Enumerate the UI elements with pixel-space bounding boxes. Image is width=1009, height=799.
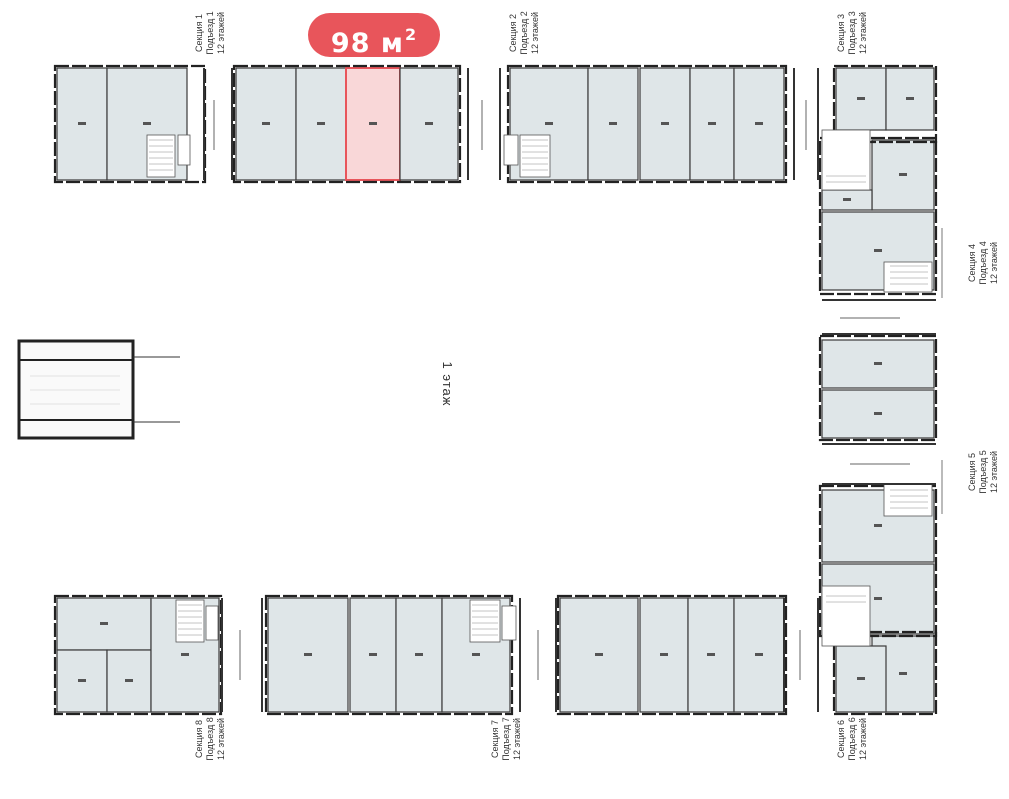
unit-fixture-mark [262, 122, 270, 125]
section-label-2: Секция 2 Подъезд 2 12 этажей [501, 0, 547, 93]
unit-fixture-mark [857, 97, 865, 100]
section-label-5: Секция 5 Подъезд 5 12 этажей [960, 412, 1006, 532]
unit-fixture-mark [595, 653, 603, 656]
section-name: Секция 1 [193, 14, 204, 53]
unit-fixture-mark [755, 122, 763, 125]
passage-walls [203, 68, 936, 712]
stair-treads [149, 139, 928, 636]
floors-count: 12 этажей [529, 12, 540, 54]
floors-count: 12 этажей [857, 12, 868, 54]
floor-plan [17, 64, 943, 716]
section-name: Секция 7 [489, 720, 500, 759]
section-name: Секция 2 [507, 14, 518, 53]
unit-fixture-mark [906, 97, 914, 100]
unit-fixture-mark [899, 173, 907, 176]
floors-count: 12 этажей [215, 718, 226, 760]
unit[interactable] [587, 67, 639, 181]
unit[interactable] [871, 139, 935, 211]
section-label-1: Секция 1 Подъезд 1 12 этажей [187, 0, 233, 93]
section-name: Секция 8 [193, 720, 204, 759]
unit-fixture-mark [78, 122, 86, 125]
unit-fixture-mark [755, 653, 763, 656]
passage-inner [213, 100, 910, 680]
unit-fixture-mark [125, 679, 133, 682]
unit-fixture-mark [660, 653, 668, 656]
wing-outer-wall [818, 136, 938, 296]
unit-fixture-mark [708, 122, 716, 125]
entrance-name: Подъезд 4 [977, 241, 988, 285]
entrance-name: Подъезд 7 [500, 717, 511, 761]
section-label-7: Секция 7 Подъезд 7 12 этажей [483, 679, 529, 799]
parking-ramp [17, 339, 180, 440]
unit-fixture-mark [843, 198, 851, 201]
unit-fixture-mark [472, 653, 480, 656]
unit-fixture-mark [874, 362, 882, 365]
area-unit-sup: 2 [404, 25, 418, 44]
floors-count: 12 этажей [511, 718, 522, 760]
unit-fixture-mark [874, 249, 882, 252]
section-label-8: Секция 8 Подъезд 8 12 этажей [187, 679, 233, 799]
unit-fixture-mark [857, 677, 865, 680]
entrance-name: Подъезд 2 [518, 11, 529, 55]
unit-fixture-mark [545, 122, 553, 125]
floors-count: 12 этажей [988, 451, 999, 493]
unit-fixture-mark [100, 622, 108, 625]
unit-fixture-mark [304, 653, 312, 656]
section-name: Секция 4 [966, 244, 977, 283]
floors-count: 12 этажей [857, 718, 868, 760]
unit-fixture-mark [707, 653, 715, 656]
entrance-name: Подъезд 1 [204, 11, 215, 55]
floors-count: 12 этажей [215, 12, 226, 54]
unit-fixture-mark [143, 122, 151, 125]
section-name: Секция 5 [966, 453, 977, 492]
unit-fixture-mark [78, 679, 86, 682]
entrance-name: Подъезд 8 [204, 717, 215, 761]
entrance-name: Подъезд 3 [846, 11, 857, 55]
wing-outer-wall [832, 64, 938, 144]
floors-count: 12 этажей [988, 242, 999, 284]
section-name: Секция 3 [835, 14, 846, 53]
units-group [53, 64, 938, 716]
unit-fixture-mark [874, 597, 882, 600]
unit-fixture-mark [317, 122, 325, 125]
core-details [146, 129, 933, 647]
floor-label: 1 этаж [440, 361, 455, 407]
unit-fixture-mark [369, 653, 377, 656]
section-name: Секция 6 [835, 720, 846, 759]
unit-fixture-mark [874, 412, 882, 415]
entrance-name: Подъезд 5 [977, 450, 988, 494]
section-label-6: Секция 6 Подъезд 6 12 этажей [829, 679, 875, 799]
area-value: 98 м [330, 28, 404, 59]
wing-outer-wall [818, 334, 938, 442]
section-label-4: Секция 4 Подъезд 4 12 этажей [960, 203, 1006, 323]
wing-outer-wall [506, 64, 788, 184]
unit-fixture-mark [369, 122, 377, 125]
wing-outer-wall [832, 630, 938, 716]
area-badge: 98 м2 [308, 13, 440, 59]
entrance-name: Подъезд 6 [846, 717, 857, 761]
wing-outer-wall [264, 594, 514, 716]
unit-fixture-mark [899, 672, 907, 675]
unit-fixture-mark [609, 122, 617, 125]
unit-fixture-mark [425, 122, 433, 125]
section-label-3: Секция 3 Подъезд 3 12 этажей [829, 0, 875, 93]
wing-outer-wall [818, 484, 938, 638]
wing-outer-wall [556, 594, 788, 716]
wing-outer-wall [232, 64, 462, 184]
unit-fixture-mark [181, 653, 189, 656]
unit-fixture-mark [661, 122, 669, 125]
unit-fixture-mark [874, 524, 882, 527]
unit-fixture-mark [415, 653, 423, 656]
